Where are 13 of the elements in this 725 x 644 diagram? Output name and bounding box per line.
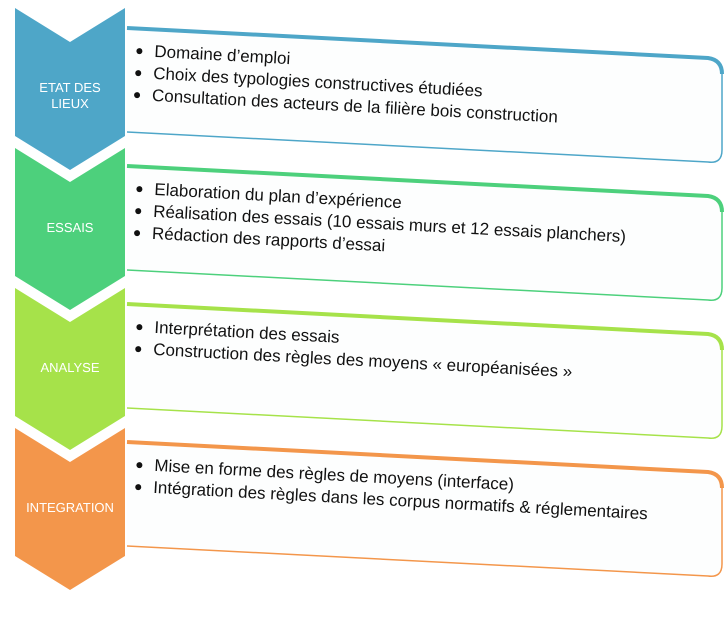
step-panel — [127, 442, 725, 578]
step-label: ANALYSE — [39, 360, 100, 376]
chevron-step — [15, 428, 125, 590]
bullet-text: Domaine d’emploi — [154, 40, 291, 68]
step-label: ESSAIS — [46, 220, 94, 236]
chevron-step — [15, 288, 125, 450]
step-panel — [127, 166, 725, 302]
step-panel — [127, 304, 725, 440]
step-label: ETAT DES LIEUX — [38, 80, 102, 112]
chevron-step — [15, 8, 125, 170]
chevron-step — [15, 148, 125, 310]
step-panel — [127, 28, 725, 164]
step-label: INTEGRATION — [25, 500, 115, 516]
